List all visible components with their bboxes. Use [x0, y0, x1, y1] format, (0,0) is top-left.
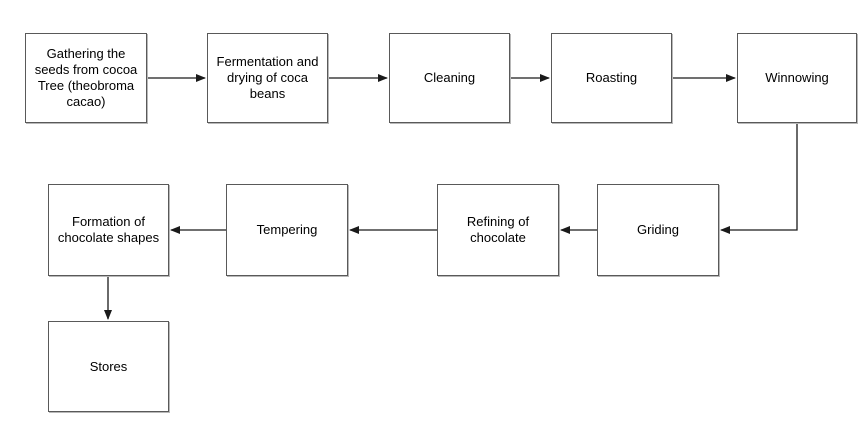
node-stores-label: Stores [89, 358, 128, 374]
node-fermentation-label: Fermentation and drying of coca beans [216, 54, 319, 101]
node-griding-label: Griding [637, 222, 679, 237]
node-winnowing-label: Winnowing [765, 70, 829, 85]
node-refining: Refining of chocolate [437, 184, 559, 276]
node-refining-label: Refining of chocolate [466, 214, 530, 245]
node-roasting: Roasting [551, 33, 672, 123]
node-tempering: Tempering [226, 184, 348, 276]
node-cleaning-label: Cleaning [423, 70, 476, 85]
node-winnowing: Winnowing [737, 33, 857, 123]
node-formation: Formation of chocolate shapes [48, 184, 169, 276]
edge-winnowing-to-griding [720, 123, 798, 234]
node-cleaning: Cleaning [389, 33, 510, 123]
node-stores: Stores [48, 321, 169, 412]
node-tempering-label: Tempering [256, 222, 318, 237]
node-gathering-label: Gathering the seeds from cocoa Tree (the… [34, 46, 138, 109]
node-roasting-label: Roasting [585, 70, 638, 85]
node-griding: Griding [597, 184, 719, 276]
node-gathering: Gathering the seeds from cocoa Tree (the… [25, 33, 147, 123]
node-fermentation: Fermentation and drying of coca beans [207, 33, 328, 123]
node-formation-label: Formation of chocolate shapes [57, 214, 160, 245]
